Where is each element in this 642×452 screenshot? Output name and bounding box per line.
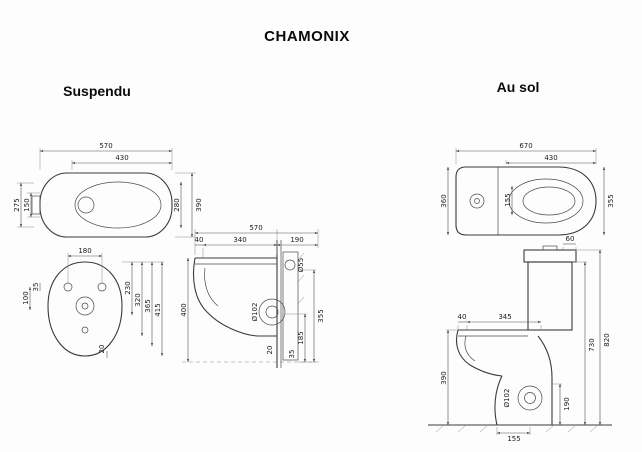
suspendu-side-dimensions: 570 40 340 190 400 185 355 Ø102 Ø55 20 3…	[180, 224, 325, 363]
au-sol-side-dimensions: 60 40 345 730 820 390 Ø102 190 155	[440, 235, 611, 443]
section-label-au-sol: Au sol	[497, 79, 540, 95]
au-sol-side-view: 60 40 345 730 820 390 Ø102 190 155	[428, 235, 612, 443]
dim-ausol-outlet-diameter: Ø102	[503, 389, 511, 408]
dim-ausol-right-depth: 355	[607, 194, 615, 207]
suspendu-top-view: 570 430 280 390 150 275	[13, 142, 203, 238]
section-label-suspendu: Suspendu	[63, 83, 131, 99]
dim-ausol-mid-segment: 345	[498, 313, 511, 321]
dim-rear-height: 355	[317, 309, 325, 322]
dim-opening-depth: 280	[173, 198, 181, 211]
dim-lid-offset: 60	[566, 235, 575, 243]
dim-outlet-height: 185	[297, 331, 305, 344]
dim-depth-c: 365	[144, 299, 152, 312]
dim-overall-height: 820	[603, 333, 611, 346]
dim-side-overall-depth: 570	[249, 224, 262, 232]
dim-inlet-diameter: Ø55	[297, 258, 305, 272]
dim-ausol-inner-depth: 155	[504, 193, 512, 206]
dim-depth-d: 415	[154, 303, 162, 316]
dim-mid-segment: 340	[233, 236, 246, 244]
dim-seat-width: 430	[115, 154, 128, 162]
suspendu-top-outline	[31, 172, 173, 238]
suspendu-side-outline	[182, 240, 320, 368]
au-sol-top-dimensions: 670 430 360 355 155	[440, 142, 615, 236]
au-sol-top-outline	[455, 166, 597, 236]
dim-ausol-outlet-height: 190	[563, 397, 571, 410]
dim-offset-a: 35	[32, 283, 40, 292]
dim-left-outer: 275	[13, 198, 21, 211]
suspendu-top-dimensions: 570 430 280 390 150 275	[13, 142, 203, 238]
dim-ausol-front-segment: 40	[458, 313, 467, 321]
au-sol-side-outline	[428, 245, 612, 433]
dim-bottom-b: 35	[288, 350, 296, 359]
dim-hole-spacing: 180	[78, 247, 91, 255]
dim-ausol-overall-width: 670	[519, 142, 532, 150]
page-title: CHAMONIX	[264, 28, 350, 45]
dim-bottom-a: 20	[266, 346, 274, 355]
dim-overall-width: 570	[99, 142, 112, 150]
dim-overall-depth: 390	[195, 198, 203, 211]
suspendu-fixing-outline	[47, 261, 123, 357]
dim-base-width: 155	[507, 435, 520, 443]
dim-offset-b: 100	[22, 291, 30, 304]
dim-bottom-offset: 20	[98, 345, 106, 354]
suspendu-side-view: 570 40 340 190 400 185 355 Ø102 Ø55 20 3…	[180, 224, 325, 368]
dim-ausol-seat-width: 430	[544, 154, 557, 162]
dim-ausol-left-depth: 360	[440, 194, 448, 207]
dim-rear-segment: 190	[290, 236, 303, 244]
au-sol-top-view: 670 430 360 355 155	[440, 142, 615, 236]
dim-cistern-height: 730	[588, 338, 596, 351]
suspendu-fixing-dimensions: 180 35 100 230 320 365 415 20	[22, 247, 164, 358]
dim-depth-a: 230	[124, 281, 132, 294]
dim-outlet-diameter: Ø102	[251, 303, 259, 322]
dim-body-height: 400	[180, 303, 188, 316]
dim-seat-height: 390	[440, 371, 448, 384]
dim-front-segment: 40	[195, 236, 204, 244]
dim-depth-b: 320	[134, 293, 142, 306]
dim-left-inner: 150	[23, 198, 31, 211]
suspendu-fixing-view: 180 35 100 230 320 365 415 20	[22, 247, 164, 358]
